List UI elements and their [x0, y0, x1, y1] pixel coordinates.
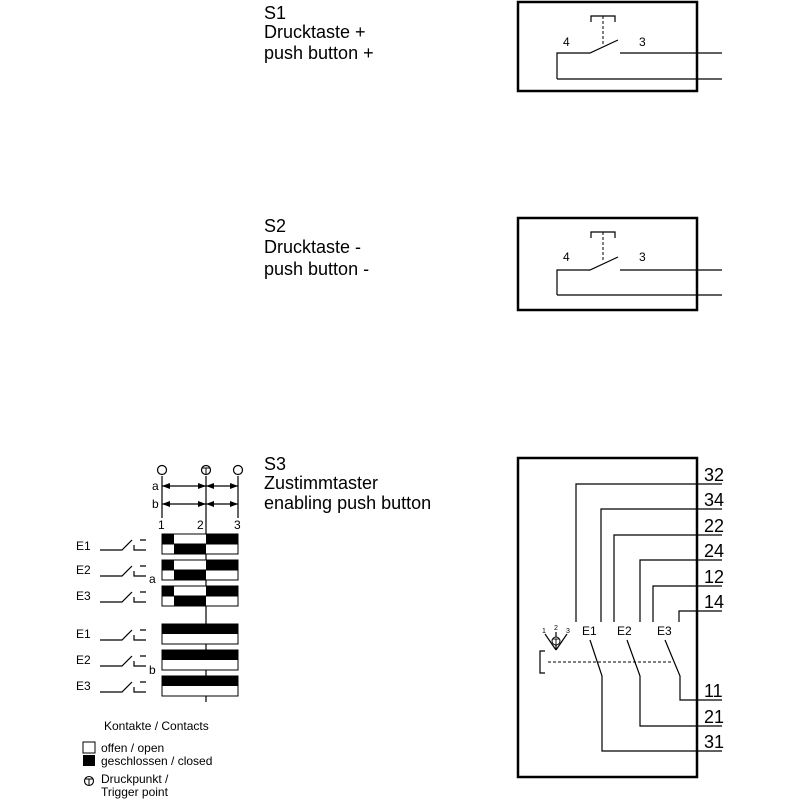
legend-trigger-point-icon [83, 775, 95, 787]
s3-terminal-32: 32 [704, 465, 724, 485]
s1-contact-4-wire [556, 39, 619, 79]
s3-contact-e3-wire-11 [664, 639, 722, 701]
s3-terminal-31: 31 [704, 732, 724, 752]
s3-title-de: Zustimmtaster [264, 473, 378, 493]
s2-contact-label-4: 4 [563, 250, 570, 264]
legend-trigger-text-en: Trigger point [101, 785, 169, 799]
row-label-e3-b: E3 [76, 679, 91, 693]
group-b-label: b [149, 663, 156, 677]
travel-a-arrows [162, 483, 238, 489]
s3-actuator-handle [539, 650, 545, 674]
group-a-label: a [149, 572, 156, 586]
timing-row-e1-a [100, 533, 239, 555]
s3-terminal-12: 12 [704, 567, 724, 587]
s3-contact-e2-wire-21 [626, 639, 722, 727]
s3-terminal-11: 11 [704, 681, 723, 701]
s3-wire-22 [613, 534, 722, 622]
s2-id: S2 [264, 216, 286, 236]
s3-contact-e1-wire-31 [589, 639, 722, 752]
s3-id: S3 [264, 454, 286, 474]
position-label-3: 3 [234, 518, 241, 532]
legend-open-swatch [82, 741, 96, 754]
timing-row-e3-b [100, 675, 239, 697]
s2-title-de: Drucktaste - [264, 237, 361, 257]
s2-housing [516, 216, 699, 312]
s3-wire-14 [678, 610, 722, 622]
s2-contact-label-3: 3 [639, 250, 646, 264]
row-label-e2-a: E2 [76, 563, 91, 577]
row-label-e3-a: E3 [76, 589, 91, 603]
position-1-marker-icon [156, 464, 168, 476]
legend-closed-swatch [83, 755, 95, 766]
s3-wire-12 [652, 585, 722, 622]
s3-terminal-21: 21 [704, 707, 724, 727]
legend-open-text: offen / open [101, 741, 164, 755]
s1-contact-label-3: 3 [639, 35, 646, 49]
s1-id: S1 [264, 3, 286, 23]
s1-section: S1 Drucktaste + push button + 4 3 [264, 0, 722, 93]
legend-trigger-text-de: Druckpunkt / [101, 772, 169, 786]
legend-closed-text: geschlossen / closed [101, 754, 212, 768]
s3-fan-label-3: 3 [566, 628, 570, 635]
legend: Kontakte / Contacts offen / open geschlo… [82, 719, 212, 799]
s3-position-fan-icon [544, 632, 568, 651]
s3-contact-label-e2: E2 [617, 624, 632, 638]
s3-wire-24 [639, 559, 722, 622]
travel-b-arrows [162, 501, 238, 507]
s3-housing [516, 456, 699, 779]
s3-terminal-34: 34 [704, 490, 724, 510]
s3-contact-label-e3: E3 [657, 624, 672, 638]
s2-push-button-icon [590, 231, 616, 262]
position-label-2: 2 [197, 518, 204, 532]
s3-section: S3 Zustimmtaster enabling push button E1… [264, 454, 724, 779]
s3-title-en: enabling push button [264, 493, 431, 513]
timing-row-e2-a [100, 559, 239, 581]
s1-push-button-icon [590, 15, 616, 46]
s3-fan-label-2: 2 [554, 625, 558, 632]
position-label-1: 1 [158, 518, 165, 532]
s2-title-en: push button - [264, 259, 369, 279]
s3-fan-label-1: 1 [542, 628, 546, 635]
s3-contact-label-e1: E1 [582, 624, 597, 638]
timing-row-e2-b [100, 649, 239, 671]
s3-terminal-22: 22 [704, 516, 724, 536]
position-2-trigger-marker-icon [200, 464, 212, 476]
s3-wire-32 [575, 483, 722, 622]
s1-housing [516, 0, 699, 93]
s3-terminal-24: 24 [704, 541, 724, 561]
axis-b-label: b [152, 497, 159, 511]
s3-terminal-14: 14 [704, 592, 724, 612]
s1-contact-label-4: 4 [563, 35, 570, 49]
s1-title-de: Drucktaste + [264, 22, 366, 42]
s1-title-en: push button + [264, 43, 374, 63]
timing-diagram: a b 1 2 3 [76, 464, 244, 702]
row-label-e1-a: E1 [76, 539, 91, 553]
row-label-e2-b: E2 [76, 653, 91, 667]
legend-contacts-title: Kontakte / Contacts [104, 719, 209, 733]
s2-contact-4-wire [556, 256, 619, 295]
axis-a-label: a [152, 479, 159, 493]
timing-row-e3-a [100, 585, 239, 607]
row-label-e1-b: E1 [76, 627, 91, 641]
position-3-marker-icon [232, 464, 244, 476]
timing-row-e1-b [100, 623, 239, 645]
s3-wire-34 [600, 508, 722, 622]
s2-section: S2 Drucktaste - push button - 4 3 [264, 216, 722, 312]
